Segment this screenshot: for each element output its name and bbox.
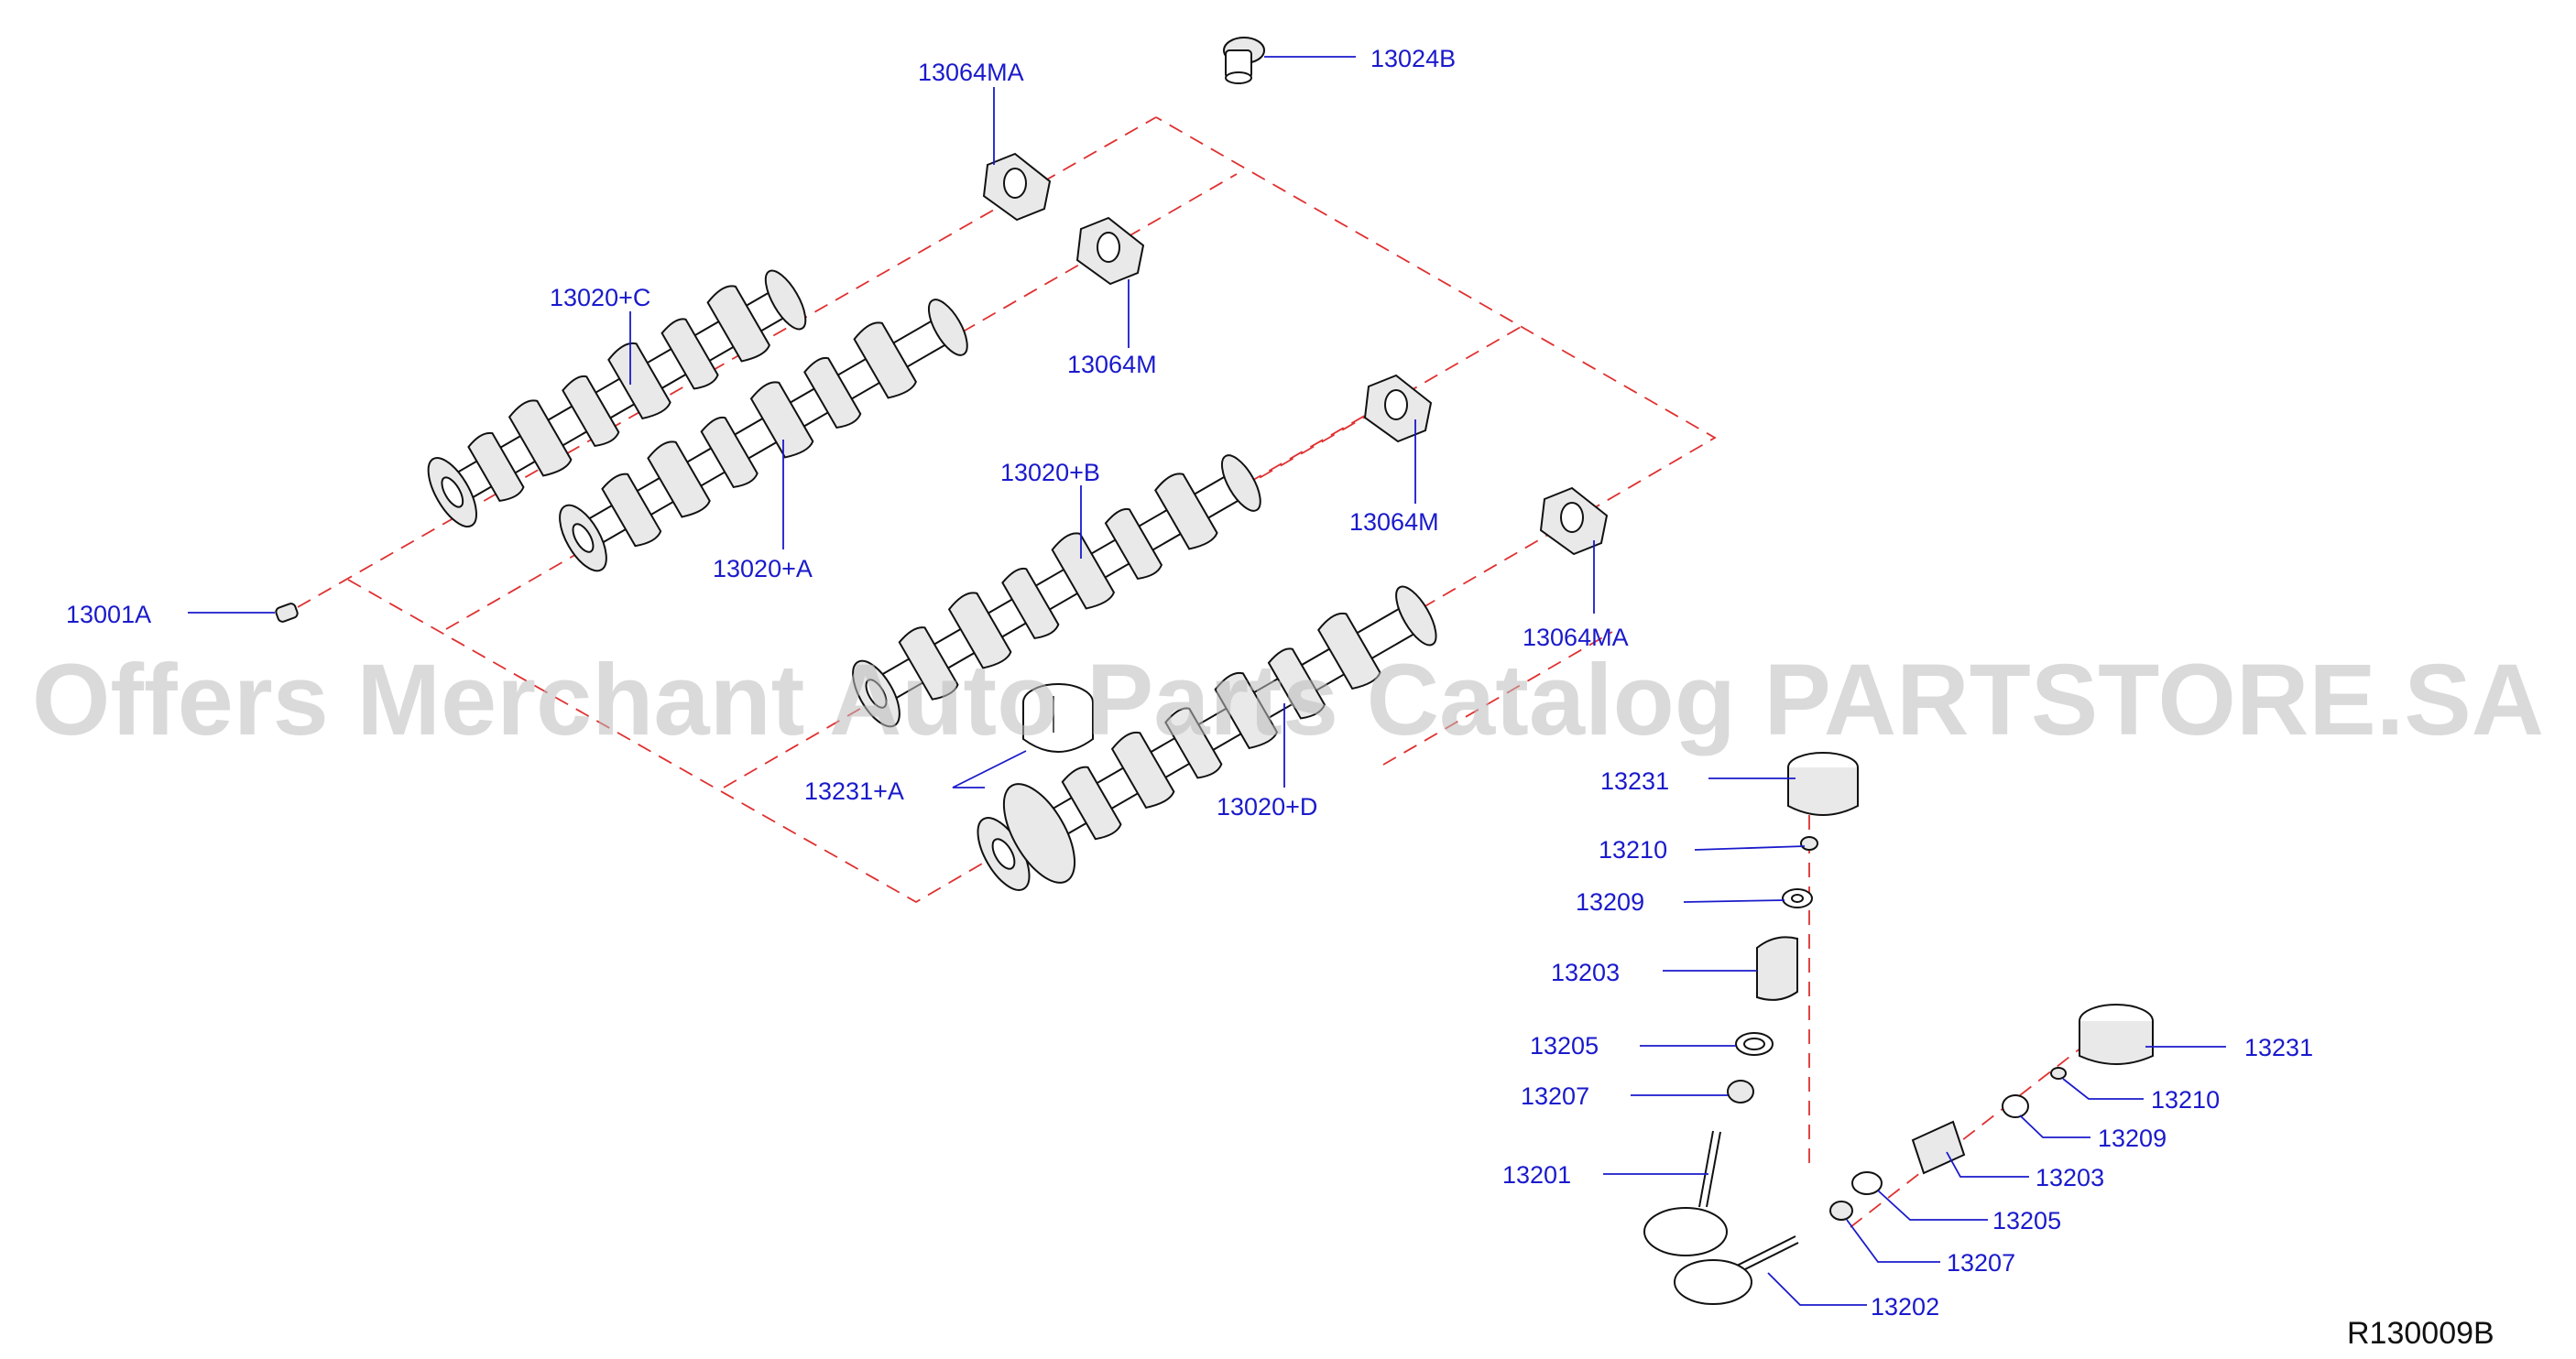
camshaft-13020-c bbox=[427, 269, 807, 527]
part-labels: 13024B 13064MA 13020+C 13064M 13001A 130… bbox=[66, 45, 2313, 1321]
label-13001a: 13001A bbox=[66, 601, 151, 628]
sensor-plate-13064ma-top bbox=[982, 152, 1052, 222]
valve-stack-right bbox=[1674, 1004, 2154, 1305]
sensor-plate-13064m-lower bbox=[1363, 374, 1433, 443]
watermark-text: Offers Merchant Auto Parts Catalog PARTS… bbox=[32, 644, 2544, 756]
camshaft-13020-b bbox=[852, 454, 1261, 728]
diagram-code: R130009B bbox=[2347, 1316, 2494, 1351]
label-13205-left: 13205 bbox=[1530, 1032, 1599, 1060]
label-13203-right: 13203 bbox=[2036, 1164, 2104, 1191]
label-13209-left: 13209 bbox=[1576, 888, 1644, 916]
bolt-13024b bbox=[1223, 37, 1265, 84]
valve-stack-left bbox=[1643, 752, 1859, 1256]
label-13020-d: 13020+D bbox=[1217, 793, 1317, 821]
label-13064ma-lower: 13064MA bbox=[1523, 624, 1629, 651]
leader-lines bbox=[188, 56, 2226, 1306]
label-13210-right: 13210 bbox=[2151, 1086, 2220, 1114]
camshaft-13020-a bbox=[559, 299, 968, 572]
label-13231-right: 13231 bbox=[2244, 1034, 2313, 1061]
label-13231-left: 13231 bbox=[1600, 767, 1669, 795]
dowel-pin-13001a bbox=[275, 603, 299, 623]
label-13064m-upper: 13064M bbox=[1067, 351, 1157, 378]
label-13201: 13201 bbox=[1502, 1161, 1571, 1189]
label-13207-right: 13207 bbox=[1947, 1249, 2015, 1277]
label-13064m-lower: 13064M bbox=[1349, 508, 1439, 536]
label-13203-left: 13203 bbox=[1551, 959, 1620, 986]
label-13205-right: 13205 bbox=[1992, 1207, 2061, 1234]
label-13020-b: 13020+B bbox=[1000, 459, 1100, 486]
label-13207-left: 13207 bbox=[1521, 1082, 1589, 1110]
label-13209-right: 13209 bbox=[2098, 1125, 2167, 1152]
valve-lifter-13231a bbox=[1022, 683, 1094, 753]
label-13231-a: 13231+A bbox=[804, 777, 904, 805]
sensor-plate-13064m-upper bbox=[1075, 216, 1145, 286]
camshaft-13020-d bbox=[977, 585, 1437, 891]
label-13064ma-top: 13064MA bbox=[918, 59, 1024, 86]
label-13020-a: 13020+A bbox=[713, 555, 813, 582]
label-13210-left: 13210 bbox=[1599, 836, 1667, 864]
sensor-plate-13064ma-lower bbox=[1539, 486, 1609, 556]
label-13202: 13202 bbox=[1871, 1293, 1939, 1321]
label-13024b: 13024B bbox=[1370, 45, 1456, 72]
label-13020-c: 13020+C bbox=[550, 284, 650, 311]
